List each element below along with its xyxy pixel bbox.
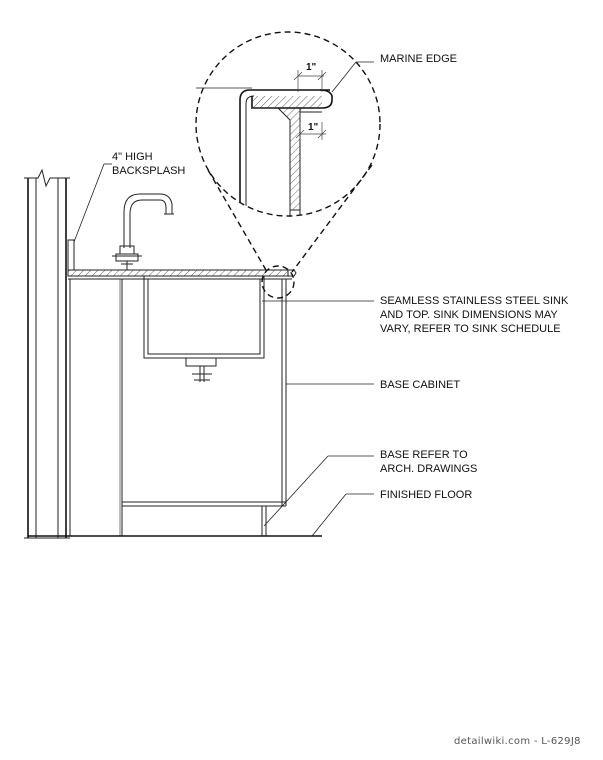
sink-bowl [143, 276, 265, 382]
leader-backsplash [73, 163, 112, 243]
label-base-line2: ARCH. DRAWINGS [380, 463, 477, 475]
dimension-side: 1" [295, 122, 327, 140]
label-finished-floor: FINISHED FLOOR [380, 489, 472, 501]
label-sink-line2: AND TOP. SINK DIMENSIONS MAY [380, 309, 558, 321]
detail-enlarged-circle [195, 31, 381, 217]
label-base-line1: BASE REFER TO [380, 449, 468, 461]
label-backsplash-line1: 4" HIGH [112, 151, 153, 163]
faucet [112, 193, 174, 270]
base-cabinet [69, 279, 287, 536]
footer-watermark: detailwiki.com - L-629J8 [454, 736, 581, 747]
label-sink-line1: SEAMLESS STAINLESS STEEL SINK [380, 295, 569, 307]
label-backsplash-line2: BACKSPLASH [112, 165, 185, 177]
dimension-top-text: 1" [306, 62, 317, 73]
leader-finished-floor [311, 493, 374, 537]
dimension-side-text: 1" [308, 122, 319, 133]
backsplash [67, 239, 75, 271]
label-sink-line3: VARY, REFER TO SINK SCHEDULE [380, 323, 561, 335]
dimension-top: 1" [293, 62, 327, 92]
label-marine-edge: MARINE EDGE [380, 53, 457, 65]
leader-base [263, 455, 374, 527]
countertop [67, 269, 297, 280]
wall [24, 168, 70, 539]
leader-marine-edge [331, 61, 374, 93]
detail-callout-small-circle [261, 265, 295, 299]
label-base-cabinet: BASE CABINET [380, 379, 460, 391]
